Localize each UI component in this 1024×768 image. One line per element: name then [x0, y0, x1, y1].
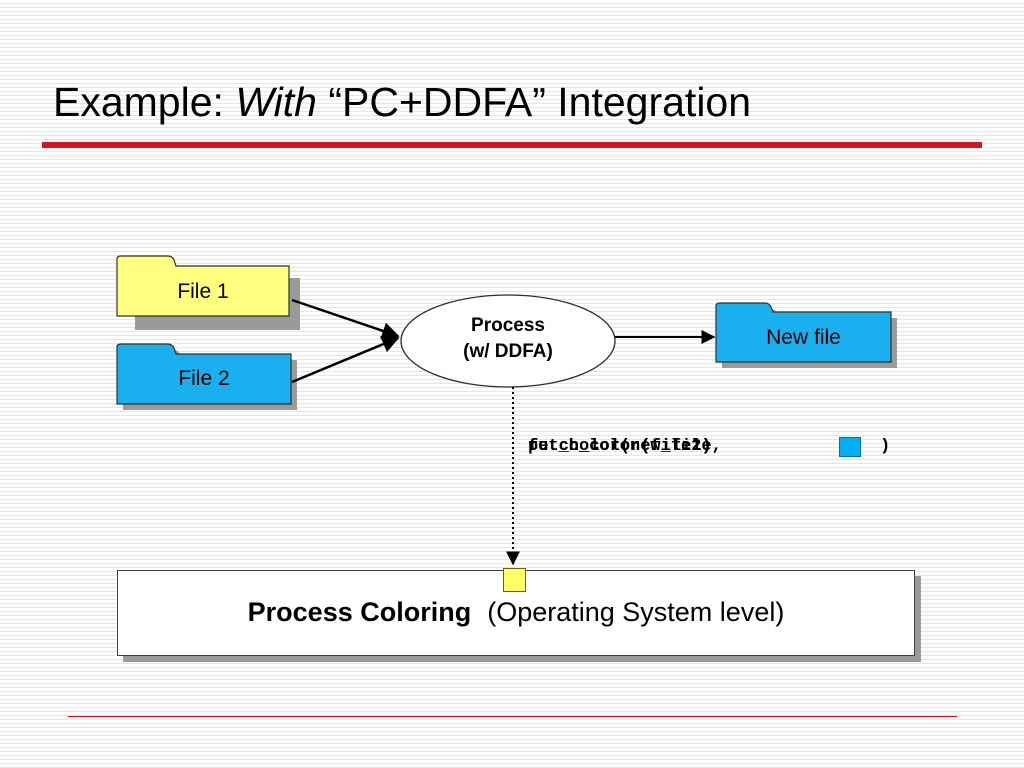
title-emphasis: With: [235, 79, 317, 125]
os-layer-text: Process Coloring (Operating System level): [118, 595, 914, 629]
code-call-1: fetch_color(file1): [528, 437, 712, 456]
footer-rule: [68, 716, 957, 717]
os-layer-title: Process Coloring: [247, 597, 472, 627]
file2-folder: [116, 343, 297, 410]
code-close-paren: ): [880, 437, 891, 456]
file2-label: File 2: [178, 367, 230, 390]
arrow-file1-to-process: [291, 298, 400, 340]
slide-title: Example: With “PC+DDFA” Integration: [53, 79, 752, 125]
arrow-file2-to-process: [291, 335, 400, 384]
code-call-3: put_color(new_file,: [528, 437, 722, 456]
process-ellipse: [400, 294, 616, 388]
title-prefix: Example:: [53, 79, 236, 125]
overlapping-code-calls: fetch_color(file1) fetch_color(file2) pu…: [528, 433, 868, 461]
title-suffix: “PC+DDFA” Integration: [316, 79, 752, 125]
yellow-color-tag: [503, 568, 526, 592]
file1-folder: [116, 255, 300, 330]
os-layer-subtitle: (Operating System level): [487, 597, 785, 627]
new-file-label: New file: [766, 326, 841, 349]
new-file-folder: [715, 302, 897, 368]
process-label-line2: (w/ DDFA): [463, 341, 553, 362]
code-call-2: fetch_color(file2): [528, 437, 712, 456]
process-label-line1: Process: [471, 315, 545, 336]
blue-color-tag: [839, 437, 861, 457]
process-label: Process (w/ DDFA): [401, 313, 615, 365]
title-underline: [42, 142, 982, 148]
file1-label: File 1: [177, 280, 229, 303]
